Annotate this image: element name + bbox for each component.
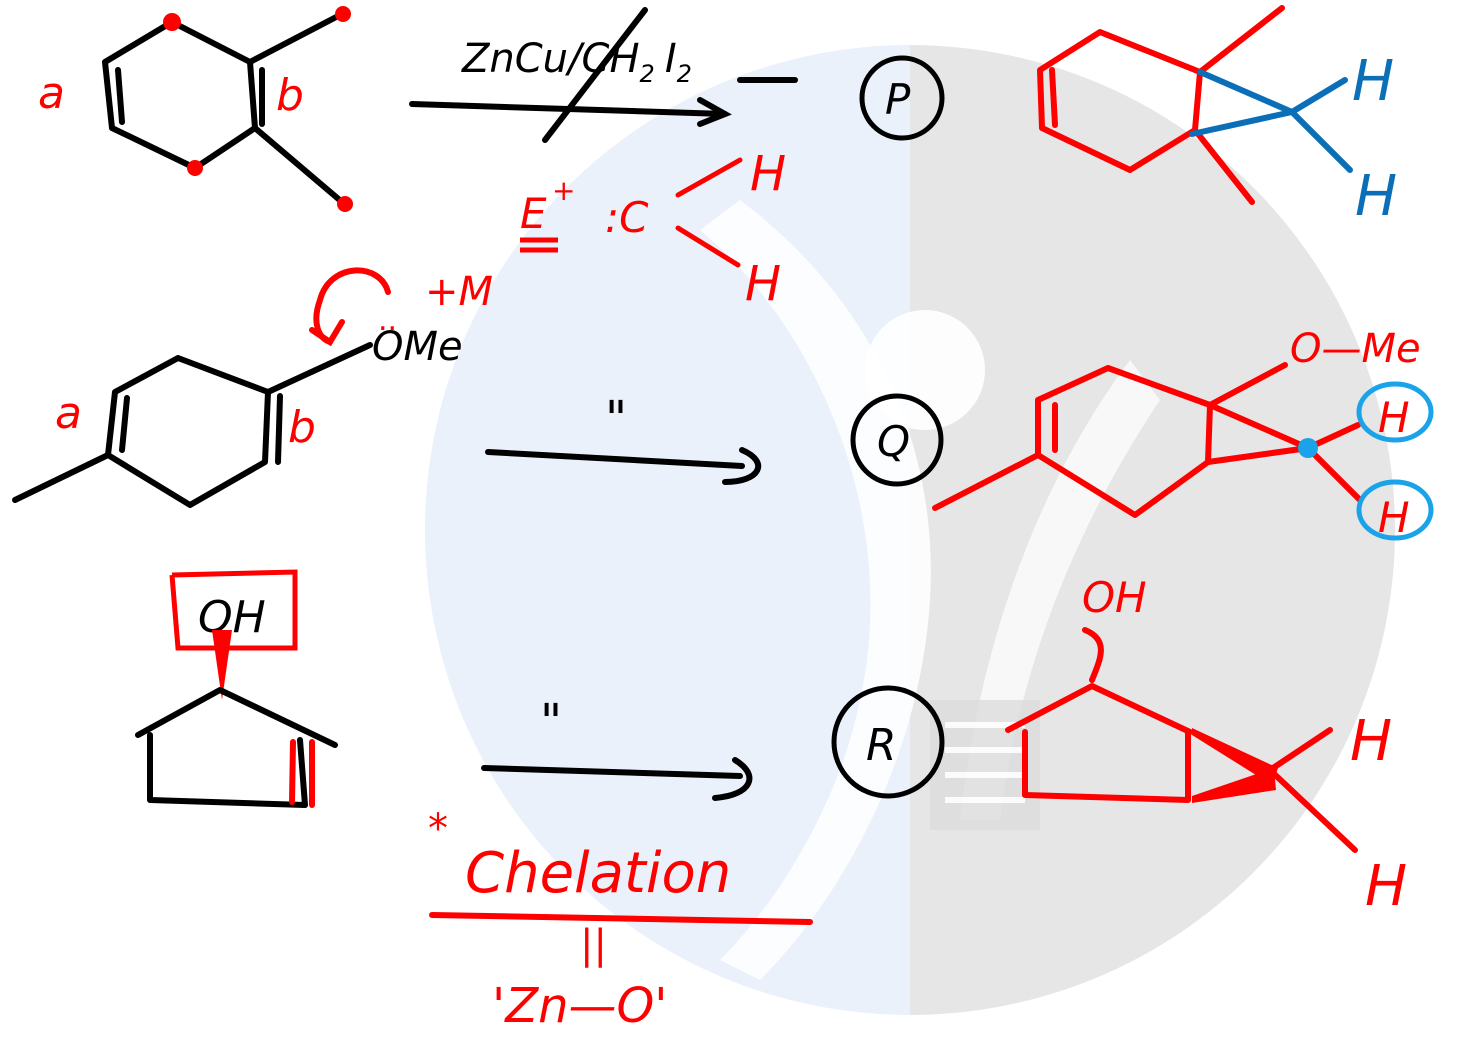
carbon-dot xyxy=(1298,438,1318,458)
product-r-wedge-bottom xyxy=(1192,768,1276,803)
product-q-structure xyxy=(932,362,1363,518)
ring-label-b1: b xyxy=(276,70,304,121)
h-p-top: H xyxy=(1352,49,1394,114)
product-label-r: R xyxy=(831,685,945,799)
h-q-bottom: H xyxy=(1356,479,1434,542)
carbenoid-note: E + :C H H xyxy=(520,146,786,312)
svg-text:*: * xyxy=(428,806,448,852)
reaction-arrow-3 xyxy=(481,757,753,801)
reaction-arrow-2 xyxy=(485,447,762,485)
svg-text:H: H xyxy=(745,256,781,312)
svg-text::C: :C xyxy=(605,193,649,242)
svg-text:H: H xyxy=(1378,393,1410,442)
ome-label: OMe xyxy=(372,324,463,370)
product-r-wedges xyxy=(1192,728,1278,785)
h-r-top: H xyxy=(1350,709,1392,774)
h-r-bottom: H xyxy=(1365,854,1407,919)
ditto-mark-2: " xyxy=(540,694,562,750)
svg-text:H: H xyxy=(1378,493,1410,542)
product-label-p: P xyxy=(859,55,945,141)
svg-text:Chelation: Chelation xyxy=(465,841,731,906)
svg-text:Q: Q xyxy=(877,417,910,466)
reactant-3-double-bond xyxy=(289,739,315,808)
reactant-1-dots xyxy=(163,6,353,212)
svg-text:E: E xyxy=(520,189,547,238)
product-r-structure xyxy=(1005,627,1358,853)
svg-text:H: H xyxy=(750,146,786,202)
reactant-3-cyclopentene xyxy=(135,687,338,808)
product-p-structure xyxy=(1037,5,1353,205)
oh-box xyxy=(169,569,298,651)
svg-text:P: P xyxy=(885,75,911,124)
lone-pair: .. xyxy=(378,303,397,338)
h-q-top: H xyxy=(1356,381,1434,443)
ring-label-b2: b xyxy=(288,402,316,453)
reaction-arrow-icon xyxy=(409,7,798,143)
ditto-mark-1: " xyxy=(605,391,627,447)
oh-product-label: OH xyxy=(1082,573,1147,622)
product-label-q: Q xyxy=(850,393,944,487)
wedge-bond xyxy=(212,630,232,700)
ring-label-a1: a xyxy=(38,68,65,119)
o-me-product: O—Me xyxy=(1290,326,1421,372)
oh-boxed-label: OH xyxy=(198,592,266,643)
reactant-1-diene xyxy=(102,11,345,205)
svg-text:R: R xyxy=(866,720,897,771)
svg-text:||: || xyxy=(580,922,607,968)
svg-text:'Zn—O': 'Zn—O' xyxy=(492,978,667,1034)
ring-label-a2: a xyxy=(55,388,82,439)
reactant-2-anisole-diene xyxy=(12,342,373,508)
svg-text:+: + xyxy=(552,174,575,207)
curved-arrow-icon xyxy=(309,267,391,347)
plus-m-label: +M xyxy=(425,269,493,315)
h-p-bottom: H xyxy=(1355,164,1397,229)
chelation-note: * Chelation || 'Zn—O' xyxy=(428,806,813,1034)
